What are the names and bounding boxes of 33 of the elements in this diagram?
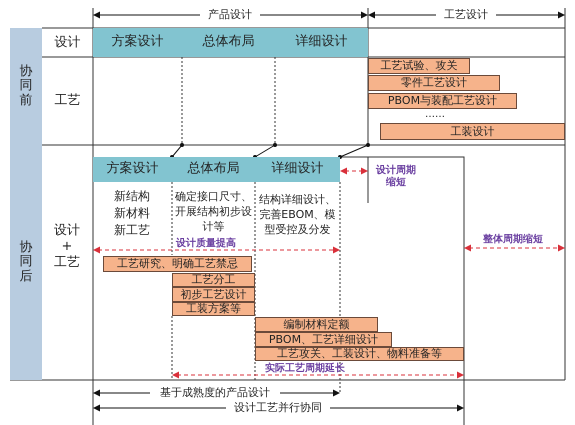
ellipsis: …… bbox=[424, 108, 446, 120]
feature-text: 新工艺 bbox=[113, 222, 151, 238]
phase-box: 方案设计 bbox=[93, 157, 172, 182]
task-bar: 工艺试验、攻关 bbox=[368, 58, 470, 74]
phase-box: 详细设计 bbox=[255, 157, 340, 182]
feature-text: 新材料 bbox=[113, 205, 151, 221]
phase-box: 方案设计 bbox=[93, 28, 182, 57]
task-description: 结构详细设计、完善EBOM、模型受控及分发 bbox=[258, 192, 337, 238]
task-bar: 初步工艺设计 bbox=[172, 287, 255, 302]
row-label: 设计 + 工艺 bbox=[53, 222, 81, 272]
note-text: 实际工艺周期延长 bbox=[264, 362, 346, 374]
task-bar: 工艺研究、明确工艺禁忌 bbox=[103, 256, 252, 272]
note-text: 设计质量提高 bbox=[173, 237, 239, 249]
task-bar: 工装设计 bbox=[380, 123, 565, 140]
dimension-label: 基于成熟度的产品设计 bbox=[150, 385, 280, 401]
feature-text: 新结构 bbox=[113, 188, 151, 204]
task-description: 确定接口尺寸、开展结构初步设计等 bbox=[174, 188, 253, 234]
task-bar: 工装方案等 bbox=[172, 302, 255, 316]
note-text: 整体周期缩短 bbox=[482, 233, 544, 245]
phase-box: 总体布局 bbox=[172, 157, 255, 182]
phase-box: 详细设计 bbox=[275, 28, 368, 57]
note-text: 设计周期缩短 bbox=[374, 164, 417, 190]
task-bar: 工艺分工 bbox=[172, 273, 255, 287]
task-bar: 编制材料定额 bbox=[255, 317, 378, 332]
task-bar: 零件工艺设计 bbox=[368, 75, 500, 91]
row-band: 协同前 bbox=[10, 28, 42, 145]
row-band: 协同后 bbox=[10, 145, 42, 380]
task-bar: 工艺攻关、工装设计、物料准备等 bbox=[255, 347, 464, 361]
phase-box: 总体布局 bbox=[182, 28, 275, 57]
task-bar: PBOM与装配工艺设计 bbox=[368, 93, 517, 109]
task-bar: PBOM、工艺详细设计 bbox=[255, 332, 392, 347]
row-label: 工艺 bbox=[54, 92, 82, 110]
row-label: 设计 bbox=[54, 34, 82, 52]
